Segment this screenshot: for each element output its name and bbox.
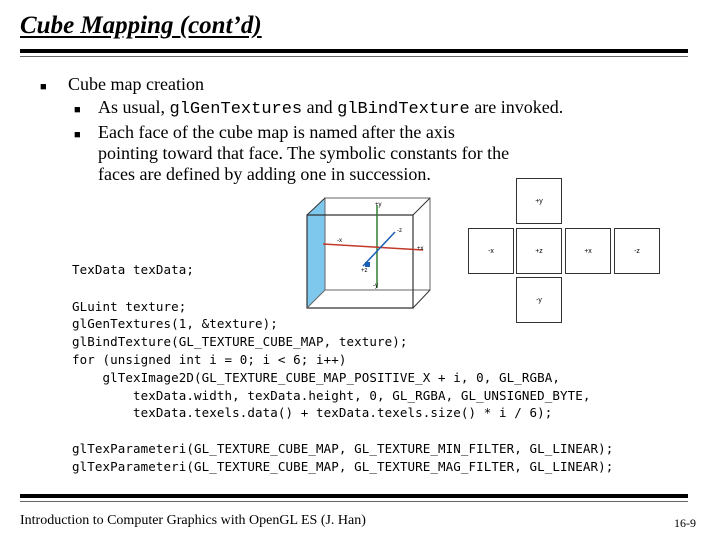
slide-title: Cube Mapping (cont’d)	[20, 12, 262, 39]
code-line-4: glBindTexture(GL_TEXTURE_CUBE_MAP, textu…	[72, 334, 408, 349]
square-bullet-icon: ■	[74, 129, 81, 141]
code-line-6: glTexImage2D(GL_TEXTURE_CUBE_MAP_POSITIV…	[72, 370, 561, 385]
cube-face-left	[307, 198, 325, 308]
cube-label-nx: -x	[337, 238, 342, 244]
net-face-left: -x	[468, 228, 514, 274]
cube-net-diagram: +y -x +z +x -z -y	[468, 178, 663, 328]
cube-edge	[306, 197, 326, 216]
cube-diagram: +y -y +x -x +z -z	[306, 197, 431, 309]
cube-label-nz: -z	[397, 228, 402, 234]
cube-label-px: +x	[417, 246, 424, 252]
cube-label-py: +y	[375, 202, 382, 208]
bullet-list: ■ Cube map creation ■ As usual, glGenTex…	[40, 74, 690, 187]
bullet-sub-1: ■ As usual, glGenTextures and glBindText…	[74, 97, 678, 120]
cube-edge	[306, 289, 326, 309]
code-line-7: texData.width, texData.height, 0, GL_RGB…	[72, 388, 591, 403]
net-face-bottom: -y	[516, 277, 562, 323]
code-line-2: GLuint texture;	[72, 299, 187, 314]
bullet-sub-1-text: As usual,	[98, 97, 170, 117]
net-face-right: +x	[565, 228, 611, 274]
bullet-sub-1-text-end: are invoked.	[469, 97, 564, 117]
code-line-3: glGenTextures(1, &texture);	[72, 316, 278, 331]
net-face-center: +z	[516, 228, 562, 274]
code-glgentextures: glGenTextures	[169, 100, 303, 119]
cube-marker	[365, 262, 370, 267]
code-line-1: TexData texData;	[72, 262, 195, 277]
bullet-sub-1-text-mid: and	[302, 97, 338, 117]
footer-divider	[20, 494, 688, 502]
footer-text: Introduction to Computer Graphics with O…	[20, 513, 366, 528]
net-face-top: +y	[516, 178, 562, 224]
page-number: 16-9	[674, 516, 696, 530]
cube-edge	[412, 197, 431, 216]
cube-edge	[412, 289, 431, 309]
square-bullet-icon: ■	[40, 81, 47, 93]
cube-axis-x	[322, 243, 424, 251]
bullet-main: ■ Cube map creation	[40, 74, 690, 95]
bullet-sub-2-text: Each face of the cube map is named after…	[98, 122, 510, 184]
code-glbindtexture: glBindTexture	[337, 100, 470, 119]
square-bullet-icon: ■	[74, 104, 81, 116]
bullet-sub-2: ■ Each face of the cube map is named aft…	[74, 122, 518, 185]
code-line-8: texData.texels.data() + texData.texels.s…	[72, 405, 553, 420]
bullet-main-text: Cube map creation	[68, 74, 204, 94]
code-line-9: glTexParameteri(GL_TEXTURE_CUBE_MAP, GL_…	[72, 441, 614, 456]
cube-axis-z	[362, 231, 396, 267]
cube-label-pz: +z	[361, 268, 368, 274]
code-line-5: for (unsigned int i = 0; i < 6; i++)	[72, 352, 347, 367]
net-face-far: -z	[614, 228, 660, 274]
code-line-10: glTexParameteri(GL_TEXTURE_CUBE_MAP, GL_…	[72, 459, 614, 474]
title-divider	[20, 49, 688, 57]
cube-label-ny: -y	[373, 283, 378, 289]
